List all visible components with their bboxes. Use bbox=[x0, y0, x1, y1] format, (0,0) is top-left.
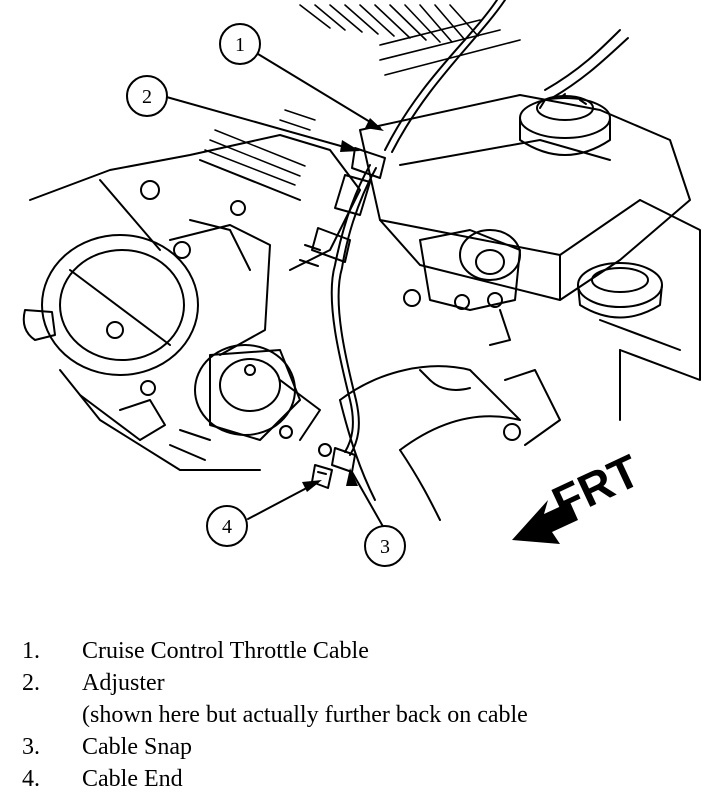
parts-legend: 1. Cruise Control Throttle Cable 2. Adju… bbox=[0, 636, 704, 804]
cruise-cable bbox=[330, 164, 371, 453]
upper-cable bbox=[384, 0, 498, 151]
front-direction-indicator: FRT bbox=[512, 444, 647, 544]
legend-item-2-note: (shown here but actually further back on… bbox=[0, 700, 704, 732]
adjuster bbox=[299, 147, 386, 267]
callout-2: 2 bbox=[126, 75, 168, 117]
legend-text: Adjuster bbox=[82, 670, 165, 696]
valve-cover bbox=[359, 94, 691, 301]
legend-item-2: 2. Adjuster bbox=[0, 668, 704, 700]
legend-text: Cable Snap bbox=[82, 734, 192, 760]
leader-2 bbox=[162, 95, 356, 151]
legend-text: (shown here but actually further back on… bbox=[82, 702, 528, 728]
throttle-lever bbox=[169, 344, 321, 461]
frt-label: FRT bbox=[544, 444, 647, 529]
legend-item-3: 3. Cable Snap bbox=[0, 732, 704, 764]
oil-cap bbox=[519, 93, 611, 156]
callout-4: 4 bbox=[206, 505, 248, 547]
callout-3: 3 bbox=[364, 525, 406, 567]
callout-number: 3 bbox=[380, 536, 390, 558]
manifold-body bbox=[29, 134, 361, 271]
callout-number: 2 bbox=[142, 86, 152, 108]
front-arrow-icon bbox=[512, 500, 578, 544]
legend-number: 3. bbox=[22, 734, 40, 760]
callout-1: 1 bbox=[219, 23, 261, 65]
hatching-top bbox=[299, 4, 521, 76]
legend-number: 1. bbox=[22, 638, 40, 664]
legend-number: 4. bbox=[22, 766, 40, 792]
engine-throttle-diagram: 1 2 3 4 FRT bbox=[22, 0, 701, 567]
coolant-cap bbox=[577, 262, 663, 319]
legend-item-4: 4. Cable End bbox=[0, 764, 704, 796]
legend-number: 2. bbox=[22, 670, 40, 696]
legend-text: Cable End bbox=[82, 766, 183, 792]
idle-valve bbox=[403, 229, 521, 346]
legend-item-1: 1. Cruise Control Throttle Cable bbox=[0, 636, 704, 668]
throttle-body bbox=[22, 180, 271, 396]
legend-text: Cruise Control Throttle Cable bbox=[82, 638, 369, 664]
intake-tube bbox=[339, 365, 521, 451]
leader-3 bbox=[351, 471, 386, 531]
callout-number: 4 bbox=[222, 516, 232, 538]
leader-1 bbox=[257, 53, 381, 129]
hose-right-top bbox=[544, 29, 621, 91]
callout-number: 1 bbox=[235, 34, 245, 56]
cable-end bbox=[311, 464, 333, 489]
